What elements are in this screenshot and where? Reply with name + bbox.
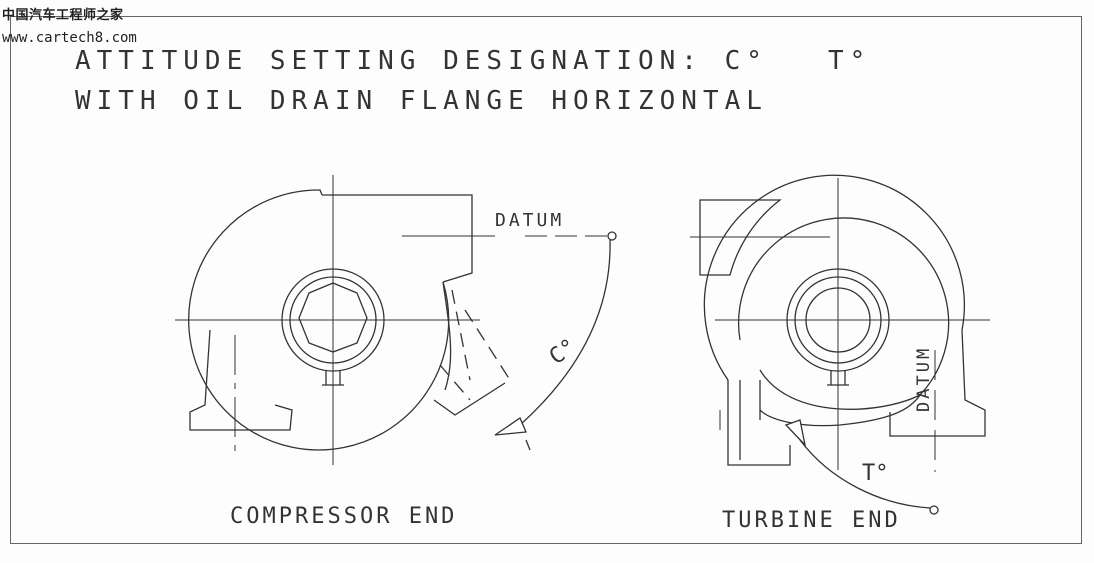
turbine-end-caption: TURBINE END [722, 508, 901, 533]
compressor-angle-arc [494, 231, 617, 451]
turbine-angle-label: T° [862, 461, 889, 486]
compressor-datum-label: DATUM [495, 210, 564, 231]
watermark-url: www.cartech8.com [2, 30, 137, 46]
heading-line-2: WITH OIL DRAIN FLANGE HORIZONTAL [75, 86, 768, 116]
compressor-centerlines [175, 175, 608, 465]
turbine-angle-arc [799, 439, 939, 515]
turbine-datum-label: DATUM [914, 346, 934, 412]
compressor-angle-label: C° [545, 334, 581, 370]
drawing-frame [10, 16, 1082, 544]
heading-line-1: ATTITUDE SETTING DESIGNATION: C° [75, 46, 768, 76]
turbine-centerlines [690, 178, 990, 472]
heading-t-label: T° [828, 46, 872, 76]
watermark-site-name: 中国汽车工程师之家 [2, 8, 124, 23]
compressor-end-caption: COMPRESSOR END [230, 504, 458, 529]
